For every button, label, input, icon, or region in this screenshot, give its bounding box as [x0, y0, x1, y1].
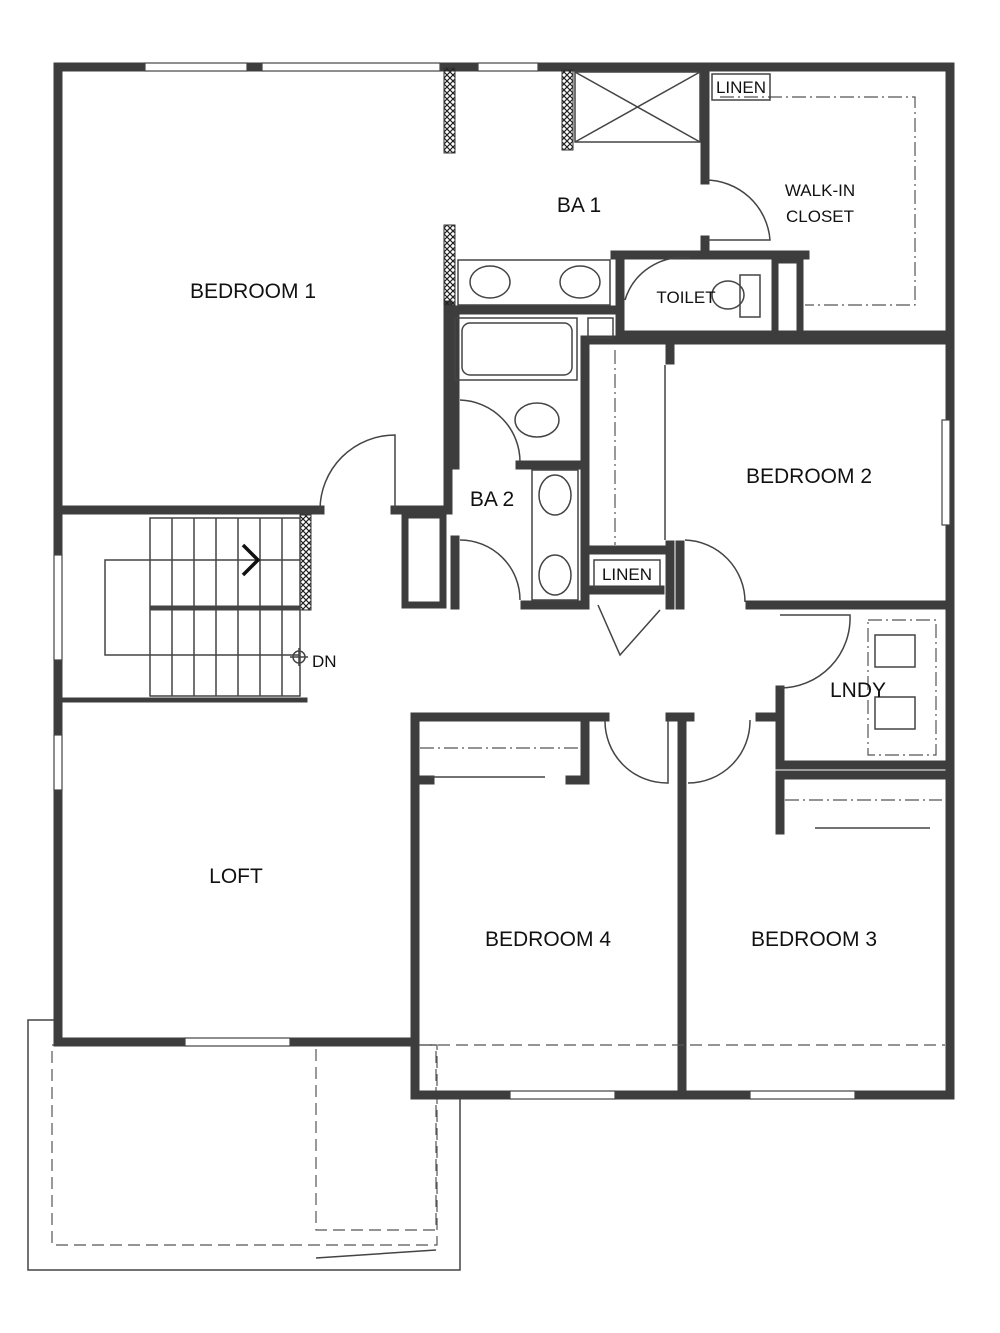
interior-walls	[53, 62, 951, 1097]
porch-outline	[27, 1019, 461, 1271]
room-label-bedroom-4: BEDROOM 4	[485, 928, 611, 951]
hatched-wall	[443, 67, 456, 154]
room-label-toilet: TOILET	[656, 288, 715, 307]
room-label-ba-2: BA 2	[470, 488, 514, 511]
closet-shelves	[420, 96, 945, 1046]
door-swings	[319, 179, 851, 784]
room-label-bedroom-2: BEDROOM 2	[746, 465, 872, 488]
hatched-wall	[561, 69, 574, 151]
room-label-linen-2: LINEN	[602, 565, 652, 584]
stair-direction-arrow	[241, 543, 261, 577]
room-label-bedroom-3: BEDROOM 3	[751, 928, 877, 951]
windows	[53, 62, 951, 1100]
room-label-bedroom-1: BEDROOM 1	[190, 280, 316, 303]
stair-down-label: DN	[312, 652, 337, 671]
room-label-lndy: LNDY	[830, 679, 886, 702]
room-label-closet: CLOSET	[786, 207, 854, 226]
hatched-wall	[299, 514, 312, 611]
room-label-ba-1: BA 1	[557, 194, 601, 217]
room-label-linen-1: LINEN	[716, 78, 766, 97]
hatched-wall	[443, 224, 456, 306]
bathroom-fixtures	[454, 71, 937, 756]
room-label-walk-in: WALK-IN	[785, 181, 855, 200]
room-label-loft: LOFT	[209, 865, 263, 888]
staircase	[104, 517, 308, 697]
